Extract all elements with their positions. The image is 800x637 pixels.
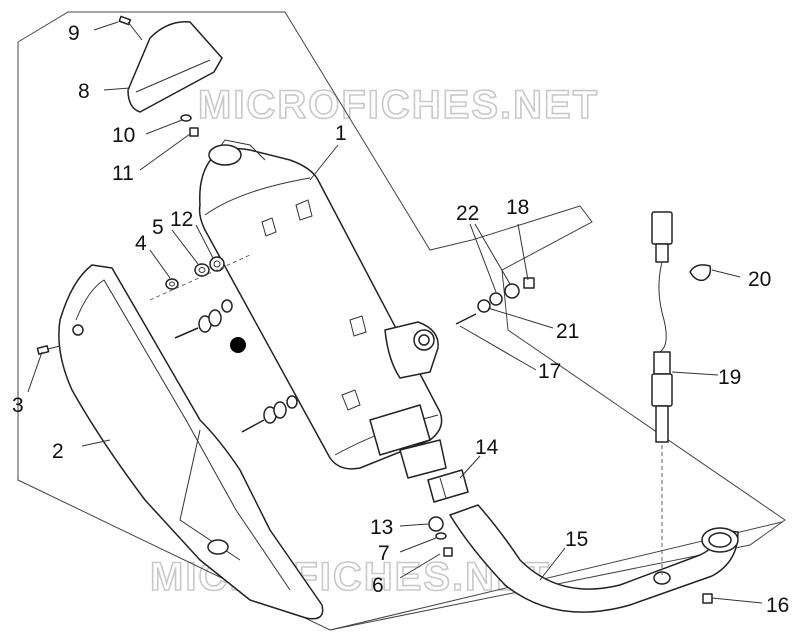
callout-12: 12 bbox=[170, 208, 193, 231]
bolt-17 bbox=[455, 313, 477, 325]
callout-20: 20 bbox=[748, 268, 771, 291]
callout-5: 5 bbox=[152, 216, 164, 239]
lambda-sensor bbox=[651, 211, 673, 443]
cable-clip bbox=[689, 264, 712, 282]
upper-bolt-assembly bbox=[174, 299, 233, 339]
heat-shield bbox=[58, 264, 324, 620]
exhaust-pipe bbox=[449, 504, 739, 613]
callout-22: 22 bbox=[456, 202, 479, 225]
callout-10: 10 bbox=[112, 124, 135, 147]
callout-7: 7 bbox=[378, 542, 390, 565]
bushing-13 bbox=[428, 516, 444, 532]
callout-16: 16 bbox=[766, 594, 789, 617]
bushings-22 bbox=[489, 283, 520, 306]
callout-6: 6 bbox=[372, 574, 384, 597]
end-cap-cover bbox=[127, 21, 223, 113]
silencer-body bbox=[198, 139, 443, 470]
washer-4 bbox=[165, 278, 179, 290]
callout-17: 17 bbox=[538, 360, 561, 383]
callout-18: 18 bbox=[506, 196, 529, 219]
axis-upper-mount bbox=[149, 254, 251, 301]
mounting-bracket bbox=[384, 321, 439, 379]
nut-6 bbox=[443, 547, 453, 557]
screw-3 bbox=[36, 345, 61, 355]
reference-dot bbox=[230, 337, 246, 353]
callout-19: 19 bbox=[718, 366, 741, 389]
callout-2: 2 bbox=[52, 440, 64, 463]
callout-14: 14 bbox=[475, 436, 499, 459]
callout-21: 21 bbox=[556, 320, 579, 343]
callout-1: 1 bbox=[335, 122, 347, 145]
callout-11: 11 bbox=[112, 162, 134, 185]
washer-21 bbox=[477, 299, 491, 313]
leader-lines bbox=[27, 21, 763, 604]
callout-3: 3 bbox=[12, 394, 24, 417]
grommet-11 bbox=[189, 127, 199, 137]
callout-9: 9 bbox=[68, 22, 80, 45]
callout-labels: 1 2 3 4 5 6 7 8 9 10 11 12 13 14 15 16 1… bbox=[12, 22, 789, 617]
washer-7 bbox=[435, 532, 447, 540]
nut-16 bbox=[702, 593, 713, 604]
screw-9 bbox=[118, 15, 143, 41]
nut-18 bbox=[523, 277, 535, 289]
callout-13: 13 bbox=[370, 516, 393, 539]
callout-15: 15 bbox=[565, 528, 588, 551]
callout-8: 8 bbox=[78, 80, 90, 103]
washer-5 bbox=[194, 263, 210, 277]
callout-4: 4 bbox=[135, 232, 147, 255]
washer-10 bbox=[180, 114, 192, 122]
clamp-14 bbox=[427, 469, 469, 503]
bushing-12 bbox=[209, 256, 225, 272]
lower-bolt-assembly bbox=[241, 395, 298, 433]
watermark-top: MICROFICHES.NET bbox=[198, 83, 599, 127]
outlet-clamp bbox=[369, 404, 447, 479]
